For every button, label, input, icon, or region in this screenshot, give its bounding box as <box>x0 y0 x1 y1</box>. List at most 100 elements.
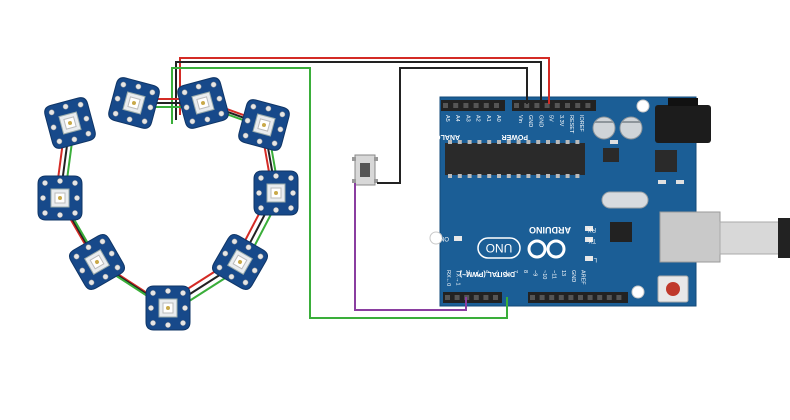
chip-pin <box>467 174 472 178</box>
digital-pin-label: 7 <box>512 270 518 273</box>
neopixel-pad <box>72 180 78 186</box>
header-pin[interactable] <box>473 103 479 108</box>
neopixel-pad <box>231 238 238 245</box>
analog-pin-label: A2 <box>475 115 481 122</box>
neopixel-die <box>274 191 278 195</box>
neopixel-6[interactable] <box>210 232 270 292</box>
header-pin[interactable] <box>453 103 459 108</box>
header-pin[interactable] <box>493 295 498 300</box>
header-pin[interactable] <box>524 103 530 108</box>
neopixel-1[interactable] <box>43 96 97 150</box>
neopixel-pad <box>71 136 78 143</box>
power-pin-label: GND <box>527 115 533 127</box>
neopixel-5[interactable] <box>253 170 299 216</box>
header-pin[interactable] <box>454 295 460 300</box>
header-pin[interactable] <box>578 295 583 300</box>
wire-data[interactable] <box>171 67 508 319</box>
power-pin-label: RESET <box>568 115 574 134</box>
header-pin[interactable] <box>606 295 612 300</box>
header-pin[interactable] <box>554 103 560 108</box>
neopixel-pad <box>112 110 119 117</box>
header-pin[interactable] <box>575 103 581 108</box>
reset-button-cap[interactable] <box>666 282 680 296</box>
power-header <box>512 100 596 111</box>
header-pin[interactable] <box>558 295 564 300</box>
neopixel-pad <box>120 81 127 88</box>
neopixel-die <box>132 101 136 105</box>
chip-pin <box>575 140 580 144</box>
power-pin-label: IOREF <box>578 115 584 132</box>
wire-5v[interactable] <box>179 57 550 115</box>
neopixel-pad <box>216 264 223 271</box>
neopixel-2[interactable] <box>107 76 161 130</box>
header-pin[interactable] <box>443 103 448 108</box>
chip-pin <box>448 140 452 144</box>
header-pin[interactable] <box>549 295 555 300</box>
header-pin[interactable] <box>587 295 593 300</box>
uno-logo-text: UNO <box>486 241 513 255</box>
neopixel-pad <box>210 81 217 88</box>
header-pin[interactable] <box>463 103 469 108</box>
header-pin[interactable] <box>565 103 570 108</box>
chip-pin <box>565 140 570 144</box>
neopixel-pad <box>50 124 57 131</box>
pushbutton-leg <box>352 157 356 161</box>
arduino-brand-text: ARDUINO <box>529 225 571 235</box>
neopixel-die <box>68 121 72 125</box>
header-pin[interactable] <box>568 295 574 300</box>
pushbutton-leg <box>374 179 378 183</box>
neopixel-pad <box>180 290 186 296</box>
header-pin[interactable] <box>534 103 540 108</box>
neopixel-pad <box>114 264 121 271</box>
chip-pin <box>536 174 541 178</box>
tactile-switch-icon[interactable] <box>360 163 370 177</box>
neopixel-pad <box>108 250 115 257</box>
neopixel-die <box>201 101 205 105</box>
neopixel-9[interactable] <box>37 175 83 221</box>
neopixel-pad <box>290 190 296 196</box>
wires[interactable] <box>171 57 550 319</box>
usb-cable-plug <box>719 221 781 255</box>
header-pin[interactable] <box>530 295 535 300</box>
header-pin[interactable] <box>445 295 450 300</box>
neopixel-3[interactable] <box>176 76 230 130</box>
analog-pin-label: A4 <box>454 115 460 122</box>
header-pin[interactable] <box>539 295 545 300</box>
pushbutton[interactable] <box>352 154 378 186</box>
capacitor <box>619 116 643 140</box>
chip-pin <box>526 174 531 178</box>
digital-pin-label: RX←0 <box>445 270 451 286</box>
neopixel-pad <box>48 109 55 116</box>
header-pin[interactable] <box>483 103 489 108</box>
neopixel-pad <box>149 89 156 96</box>
wire-gnd-button[interactable] <box>377 67 528 184</box>
neopixel-pad <box>245 244 252 251</box>
neopixel-pad <box>72 210 78 216</box>
neopixel-pad <box>85 244 92 251</box>
chip-pin <box>457 140 462 144</box>
analog-header-pins[interactable] <box>443 103 499 108</box>
neopixel-pad <box>265 105 272 112</box>
neopixel-8[interactable] <box>67 232 127 292</box>
neopixel-4[interactable] <box>237 98 291 152</box>
header-pin[interactable] <box>473 295 479 300</box>
wire-gnd[interactable] <box>175 61 542 120</box>
header-pin[interactable] <box>483 295 489 300</box>
header-pin[interactable] <box>544 103 550 108</box>
header-pin[interactable] <box>616 295 622 300</box>
power-header-pins[interactable] <box>514 103 591 108</box>
neopixel-7[interactable] <box>145 285 191 331</box>
neopixel-pad <box>88 279 95 286</box>
header-pin[interactable] <box>494 103 499 108</box>
mounting-hole <box>429 231 443 245</box>
header-pin[interactable] <box>597 295 603 300</box>
wire-button-signal[interactable] <box>354 183 467 311</box>
neopixel-heart[interactable] <box>37 76 299 331</box>
power-pin-label: Vin <box>517 115 523 123</box>
neopixel-pad <box>277 126 284 133</box>
header-pin[interactable] <box>514 103 519 108</box>
header-pin[interactable] <box>585 103 591 108</box>
